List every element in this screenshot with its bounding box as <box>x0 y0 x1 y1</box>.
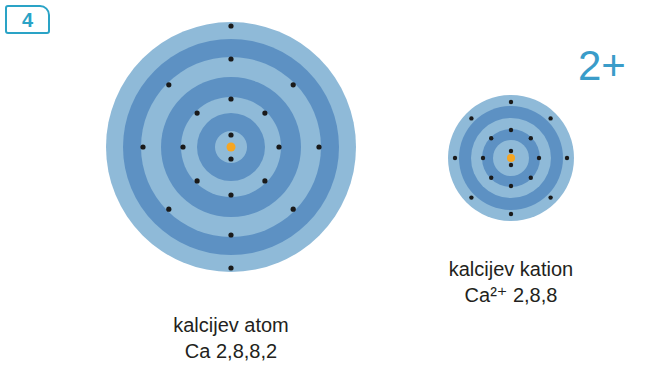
electron-dot <box>548 116 552 120</box>
electron-configuration: Ca 2,8,8,2 <box>81 338 381 364</box>
electron-dot <box>453 156 457 160</box>
electron-dot <box>291 207 296 212</box>
electron-dot <box>166 82 171 87</box>
electron-dot <box>228 156 233 161</box>
electron-dot <box>228 192 233 197</box>
particle-name: kalcijev kation <box>411 256 611 282</box>
atom-node: kalcijev atomCa 2,8,8,2 <box>81 22 381 368</box>
electron-dot <box>276 144 281 149</box>
calcium-cation <box>448 95 574 221</box>
electron-dot <box>565 156 569 160</box>
electron-dot <box>228 132 233 137</box>
calcium-atom <box>106 22 356 272</box>
electron-dot <box>291 82 296 87</box>
electron-dot <box>262 178 267 183</box>
electron-dot <box>195 178 200 183</box>
electron-dot <box>509 149 513 153</box>
electron-dot <box>228 265 233 270</box>
electron-dot <box>489 176 493 180</box>
electron-dot <box>228 96 233 101</box>
particle-name: kalcijev atom <box>81 312 381 338</box>
electron-dot <box>195 111 200 116</box>
electron-dot <box>509 184 513 188</box>
electron-dot <box>489 136 493 140</box>
atom-caption: kalcijev atomCa 2,8,8,2 <box>81 312 381 364</box>
electron-dot <box>140 144 145 149</box>
electron-dot <box>509 128 513 132</box>
electron-dot <box>262 111 267 116</box>
electron-configuration: Ca²⁺ 2,8,8 <box>411 282 611 308</box>
atom-caption: kalcijev kationCa²⁺ 2,8,8 <box>411 256 611 308</box>
electron-dot <box>228 56 233 61</box>
electron-dot <box>537 156 541 160</box>
electron-dot <box>509 212 513 216</box>
electron-dot <box>166 207 171 212</box>
electron-dot <box>469 116 473 120</box>
electron-dot <box>228 232 233 237</box>
electron-dot <box>529 136 533 140</box>
electron-dot <box>469 195 473 199</box>
electron-dot <box>228 23 233 28</box>
callout-number: 4 <box>22 9 33 31</box>
ion-charge: 2+ <box>578 44 626 88</box>
electron-dot <box>180 144 185 149</box>
electron-dot <box>509 100 513 104</box>
electron-dot <box>529 176 533 180</box>
electron-dot <box>548 195 552 199</box>
electron-dot <box>481 156 485 160</box>
ion-node: kalcijev kationCa²⁺ 2,8,8 <box>411 95 611 310</box>
exercise-badge: 4 <box>5 5 50 34</box>
electron-dot <box>316 144 321 149</box>
electron-dot <box>509 163 513 167</box>
